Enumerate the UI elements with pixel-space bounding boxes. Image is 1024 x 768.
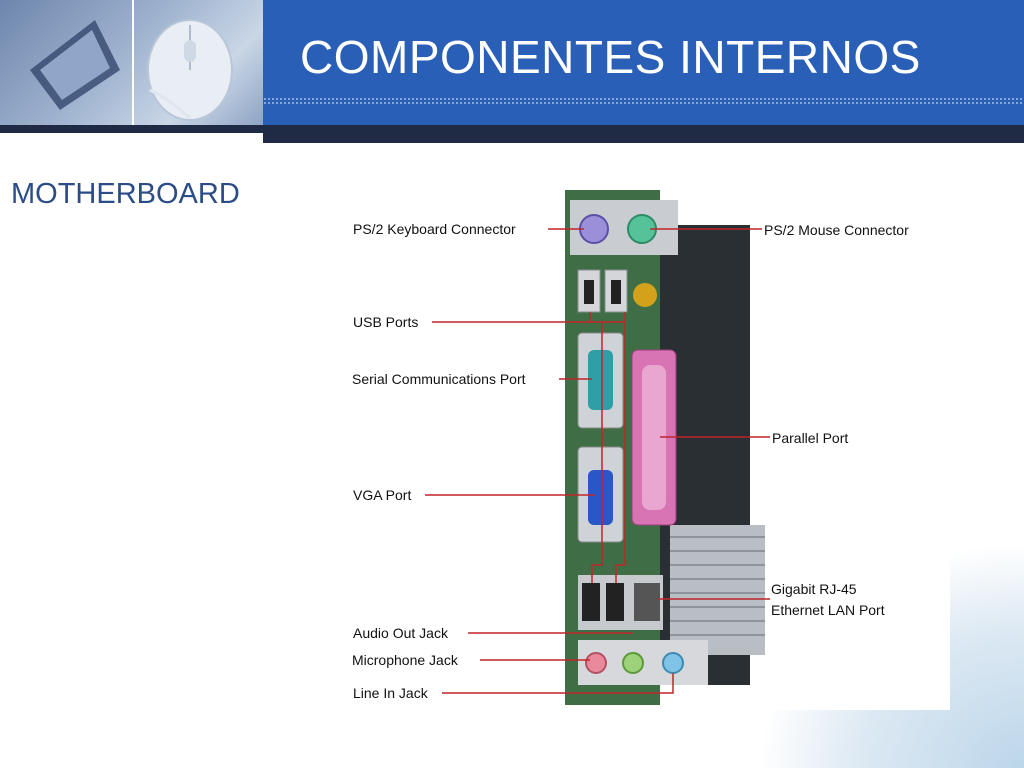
rj45-port — [634, 583, 660, 621]
label-usb-ports: USB Ports — [353, 314, 419, 330]
vga-port — [588, 470, 613, 525]
motherboard-io-panel — [425, 190, 770, 705]
label-audio-out: Audio Out Jack — [353, 625, 448, 641]
label-line-in: Line In Jack — [353, 685, 428, 701]
ps2-keyboard-port — [579, 214, 609, 244]
microphone-jack — [585, 652, 607, 674]
usb-port-4 — [606, 583, 624, 621]
label-ps2-keyboard: PS/2 Keyboard Connector — [353, 221, 516, 237]
label-gigabit-lan: Gigabit RJ-45 Ethernet LAN Port — [771, 579, 921, 621]
label-vga-port: VGA Port — [353, 487, 412, 503]
line-in-jack — [662, 652, 684, 674]
parallel-port — [642, 365, 666, 510]
label-gigabit-line1: Gigabit RJ-45 — [771, 581, 857, 597]
header-photo — [0, 0, 263, 125]
laptop-mouse-photo — [30, 19, 233, 121]
label-parallel-port: Parallel Port — [772, 430, 849, 446]
audio-out-jack — [622, 652, 644, 674]
photo-divider — [132, 0, 134, 125]
header-dots — [263, 97, 1024, 105]
motherboard-io-diagram: PS/2 Keyboard Connector PS/2 Mouse Conne… — [340, 185, 950, 710]
label-gigabit-line2: Ethernet LAN Port — [771, 602, 885, 618]
capacitor — [633, 283, 657, 307]
serial-port — [588, 350, 613, 410]
slide-subtitle: MOTHERBOARD — [11, 178, 240, 210]
usb-port-3 — [582, 583, 600, 621]
label-serial-port: Serial Communications Port — [352, 371, 526, 387]
label-microphone: Microphone Jack — [352, 652, 458, 668]
header-rule-left — [0, 125, 263, 133]
leader-lines — [425, 228, 770, 694]
label-ps2-mouse: PS/2 Mouse Connector — [764, 222, 909, 238]
heatsink — [670, 525, 765, 655]
slide-title: COMPONENTES INTERNOS — [300, 31, 921, 83]
header-rule-right — [263, 125, 1024, 143]
